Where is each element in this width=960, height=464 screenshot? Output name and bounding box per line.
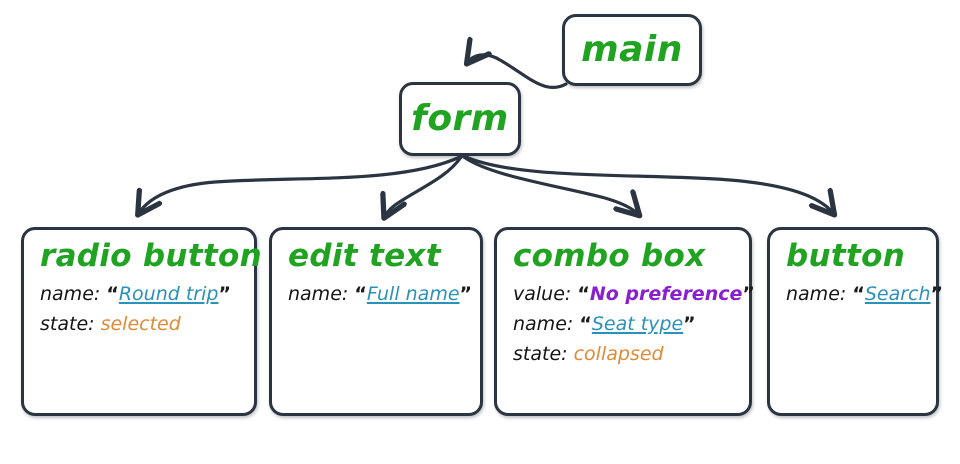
property-row-name: name: “Seat type” xyxy=(513,309,735,339)
quote-close: ” xyxy=(742,282,755,305)
quote-open: “ xyxy=(106,282,119,305)
edge-form-to-combo-box xyxy=(462,155,638,214)
property-value: selected xyxy=(100,312,181,335)
property-row-name: name: “Full name” xyxy=(288,279,472,309)
property-key: name: xyxy=(288,282,349,305)
node-title: combo box xyxy=(513,238,706,274)
property-key: name: xyxy=(40,282,101,305)
quote-open: “ xyxy=(852,282,865,305)
node-title: radio button xyxy=(40,238,262,274)
node-form[interactable]: form xyxy=(399,82,521,156)
quote-close: ” xyxy=(459,282,473,305)
quote-close: ” xyxy=(930,282,944,305)
node-combo-box[interactable]: combo box value: “No preference” name: “… xyxy=(494,227,755,416)
node-main[interactable]: main xyxy=(562,14,702,86)
property-key: state: xyxy=(40,312,95,335)
edge-form-to-button xyxy=(464,155,833,213)
property-row-state: state: collapsed xyxy=(513,339,735,369)
property-key: name: xyxy=(786,282,847,305)
node-edit-text[interactable]: edit text name: “Full name” xyxy=(269,227,483,416)
property-row-name: name: “Search” xyxy=(786,279,943,309)
property-value: Seat type xyxy=(591,312,684,335)
node-form-label: form xyxy=(411,98,509,139)
quote-open: “ xyxy=(579,312,592,335)
property-key: state: xyxy=(513,342,568,365)
property-value: collapsed xyxy=(573,342,664,365)
quote-open: “ xyxy=(354,282,367,305)
property-key: name: xyxy=(513,312,574,335)
quote-open: “ xyxy=(577,282,590,305)
node-main-label: main xyxy=(581,29,683,70)
property-key: value: xyxy=(513,282,572,305)
quote-close: ” xyxy=(218,282,231,305)
edge-form-to-edit-text xyxy=(385,155,463,216)
property-value: Search xyxy=(864,282,931,305)
node-title: edit text xyxy=(288,238,441,274)
quote-close: ” xyxy=(683,312,696,335)
property-value: Full name xyxy=(366,282,460,305)
property-value: No preference xyxy=(589,282,743,305)
node-title: button xyxy=(786,238,906,274)
edge-form-to-radio-button xyxy=(139,155,462,213)
property-value: Round trip xyxy=(118,282,219,305)
node-button[interactable]: button name: “Search” xyxy=(767,227,943,416)
property-row-state: state: selected xyxy=(40,309,240,339)
property-row-value: value: “No preference” xyxy=(513,279,755,309)
node-radio-button[interactable]: radio button name: “Round trip” state: s… xyxy=(21,227,262,416)
property-row-name: name: “Round trip” xyxy=(40,279,240,309)
